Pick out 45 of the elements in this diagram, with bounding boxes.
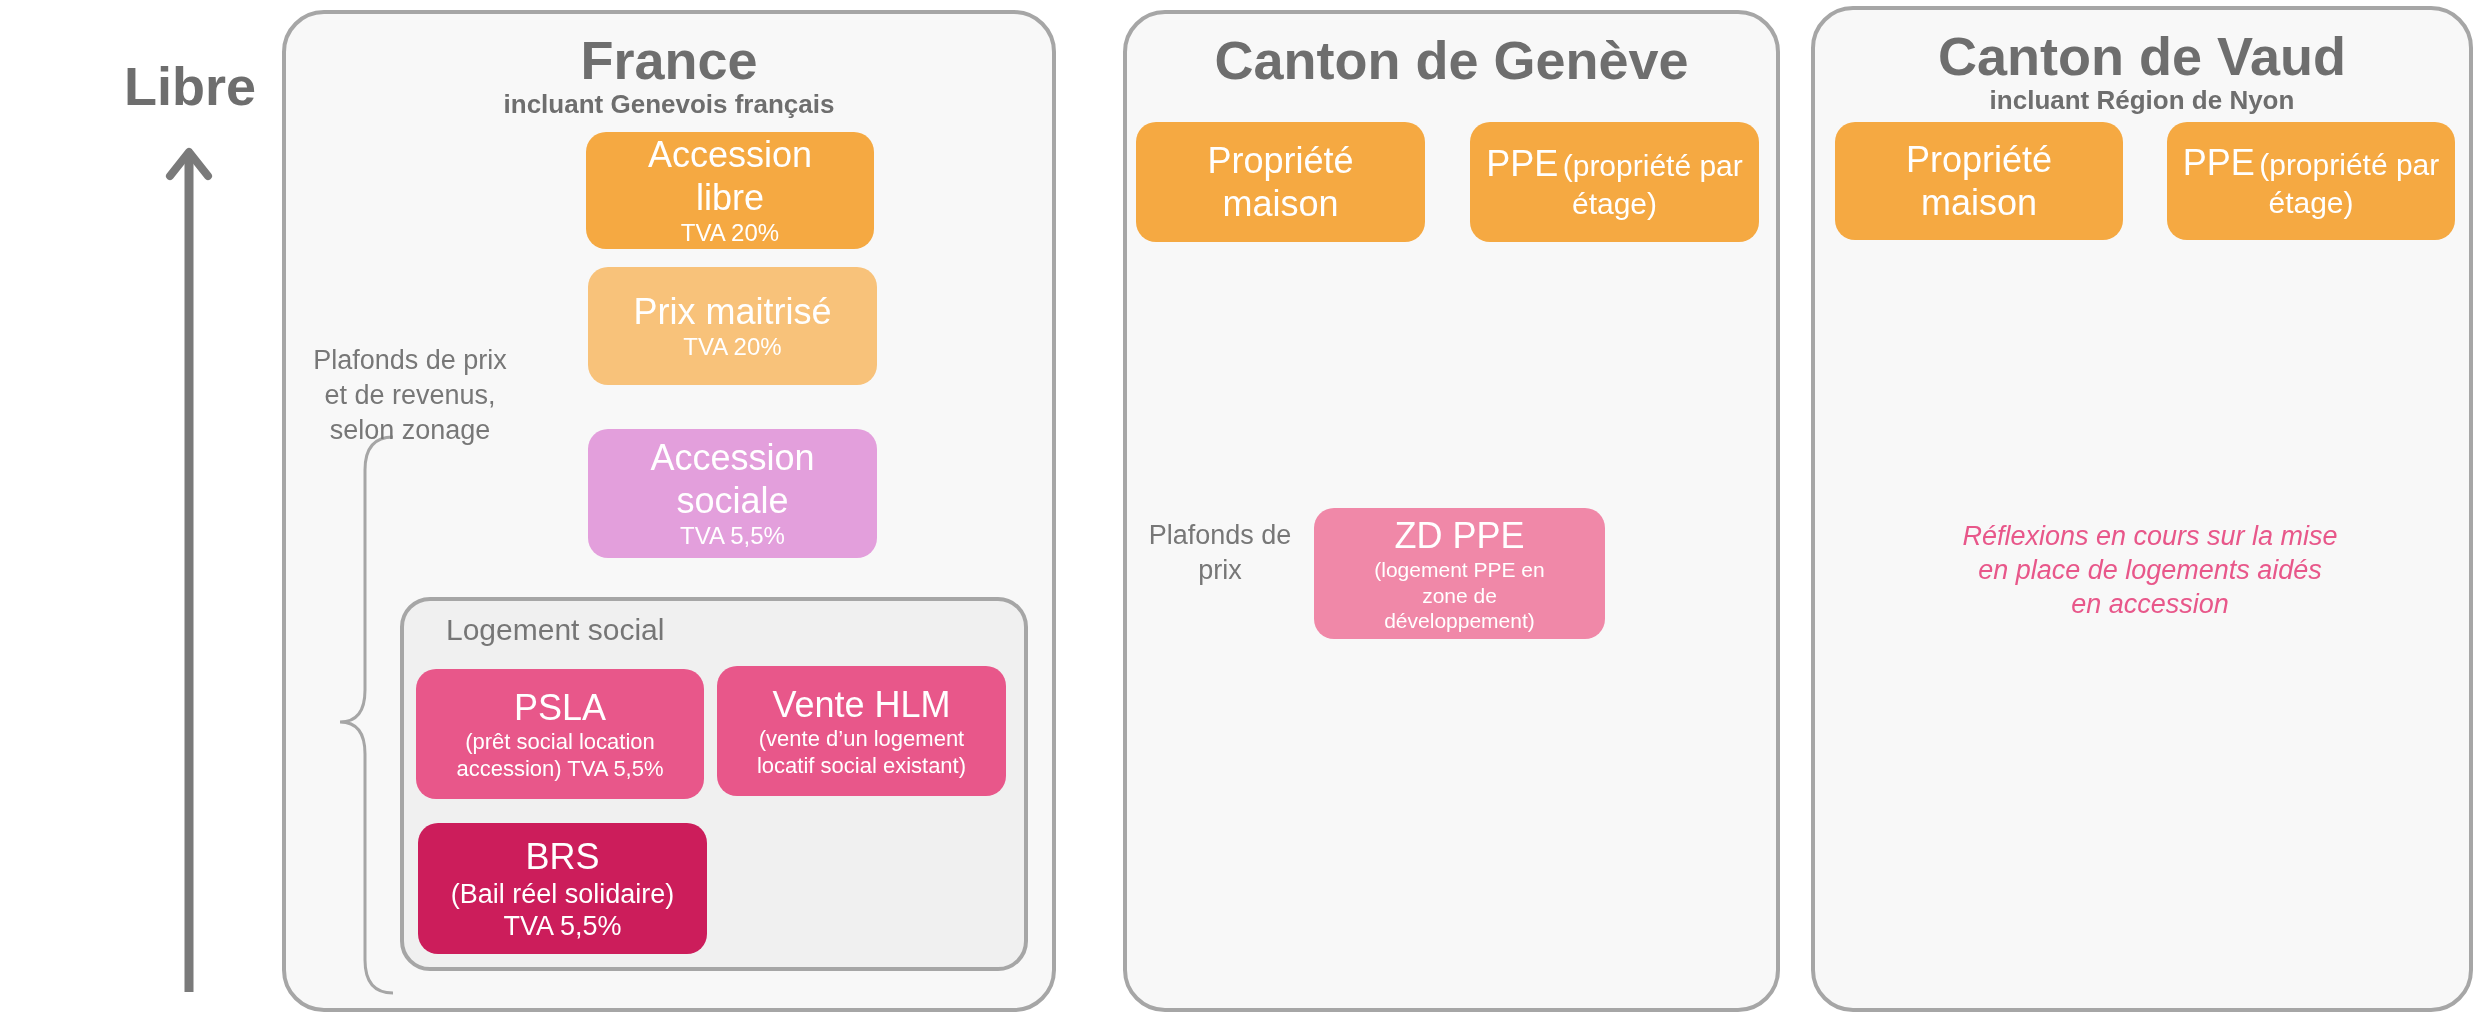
side-note: Plafonds de prix — [1147, 519, 1293, 588]
box-title: PPE — [2182, 142, 2255, 184]
box-subtext: (logement PPE en zone de développement) — [1373, 557, 1546, 633]
panel-subtitle: incluant Région de Nyon — [1989, 84, 2295, 116]
box-subtext: TVA 20% — [680, 219, 780, 249]
category-box — [588, 429, 877, 558]
box-title: BRS — [525, 834, 600, 878]
box-title: Accession sociale — [649, 435, 816, 523]
group-title: Logement social — [446, 613, 665, 647]
panel-subtitle: incluant Genevois français — [503, 88, 835, 120]
note-text: Réflexions en cours sur la mise en place de logements aidés en accession — [1961, 520, 2339, 621]
group-panel — [400, 597, 1028, 971]
category-box — [1136, 122, 1425, 242]
category-box — [416, 669, 704, 799]
box-subtext: TVA 5,5% — [680, 522, 785, 552]
box-title: Propriété maison — [1206, 138, 1355, 226]
box-subtext: (prêt social location accession) TVA 5,5% — [455, 729, 665, 782]
panel-title: Canton de Genève — [1214, 32, 1689, 89]
category-box — [586, 132, 874, 249]
region-panel — [1811, 6, 2473, 1012]
panel-title: France — [580, 32, 758, 89]
box-subtext: (vente d’un logement locatif social existant) — [755, 726, 968, 779]
category-box — [1835, 122, 2123, 240]
category-box — [1470, 122, 1759, 242]
box-subtext: TVA 20% — [683, 333, 782, 362]
note-text: Plafonds de prix et de revenus, selon zonage — [312, 344, 508, 448]
region-panel — [1123, 10, 1780, 1012]
box-subtext: (propriété par étage) — [1562, 149, 1743, 220]
panel-title: Canton de Vaud — [1937, 28, 2346, 85]
region-panel — [282, 10, 1056, 1012]
category-box — [418, 823, 707, 954]
box-subtext: TVA 5,5% — [503, 910, 622, 943]
box-title: Prix maitrisé — [633, 290, 832, 334]
box-title: PSLA — [513, 686, 607, 730]
box-title: Vente HLM — [772, 683, 951, 727]
category-box — [588, 267, 877, 385]
category-box — [2167, 122, 2455, 240]
box-title: Accession libre — [646, 132, 814, 220]
box-title: PPE — [1486, 143, 1559, 185]
box-title: ZD PPE — [1394, 514, 1525, 558]
box-subtext: (propriété par étage) — [2259, 148, 2440, 219]
box-title: Propriété maison — [1904, 137, 2054, 225]
axis-label: Libre — [123, 55, 257, 117]
category-box — [717, 666, 1006, 796]
box-subtext: (Bail réel solidaire) — [450, 877, 675, 911]
